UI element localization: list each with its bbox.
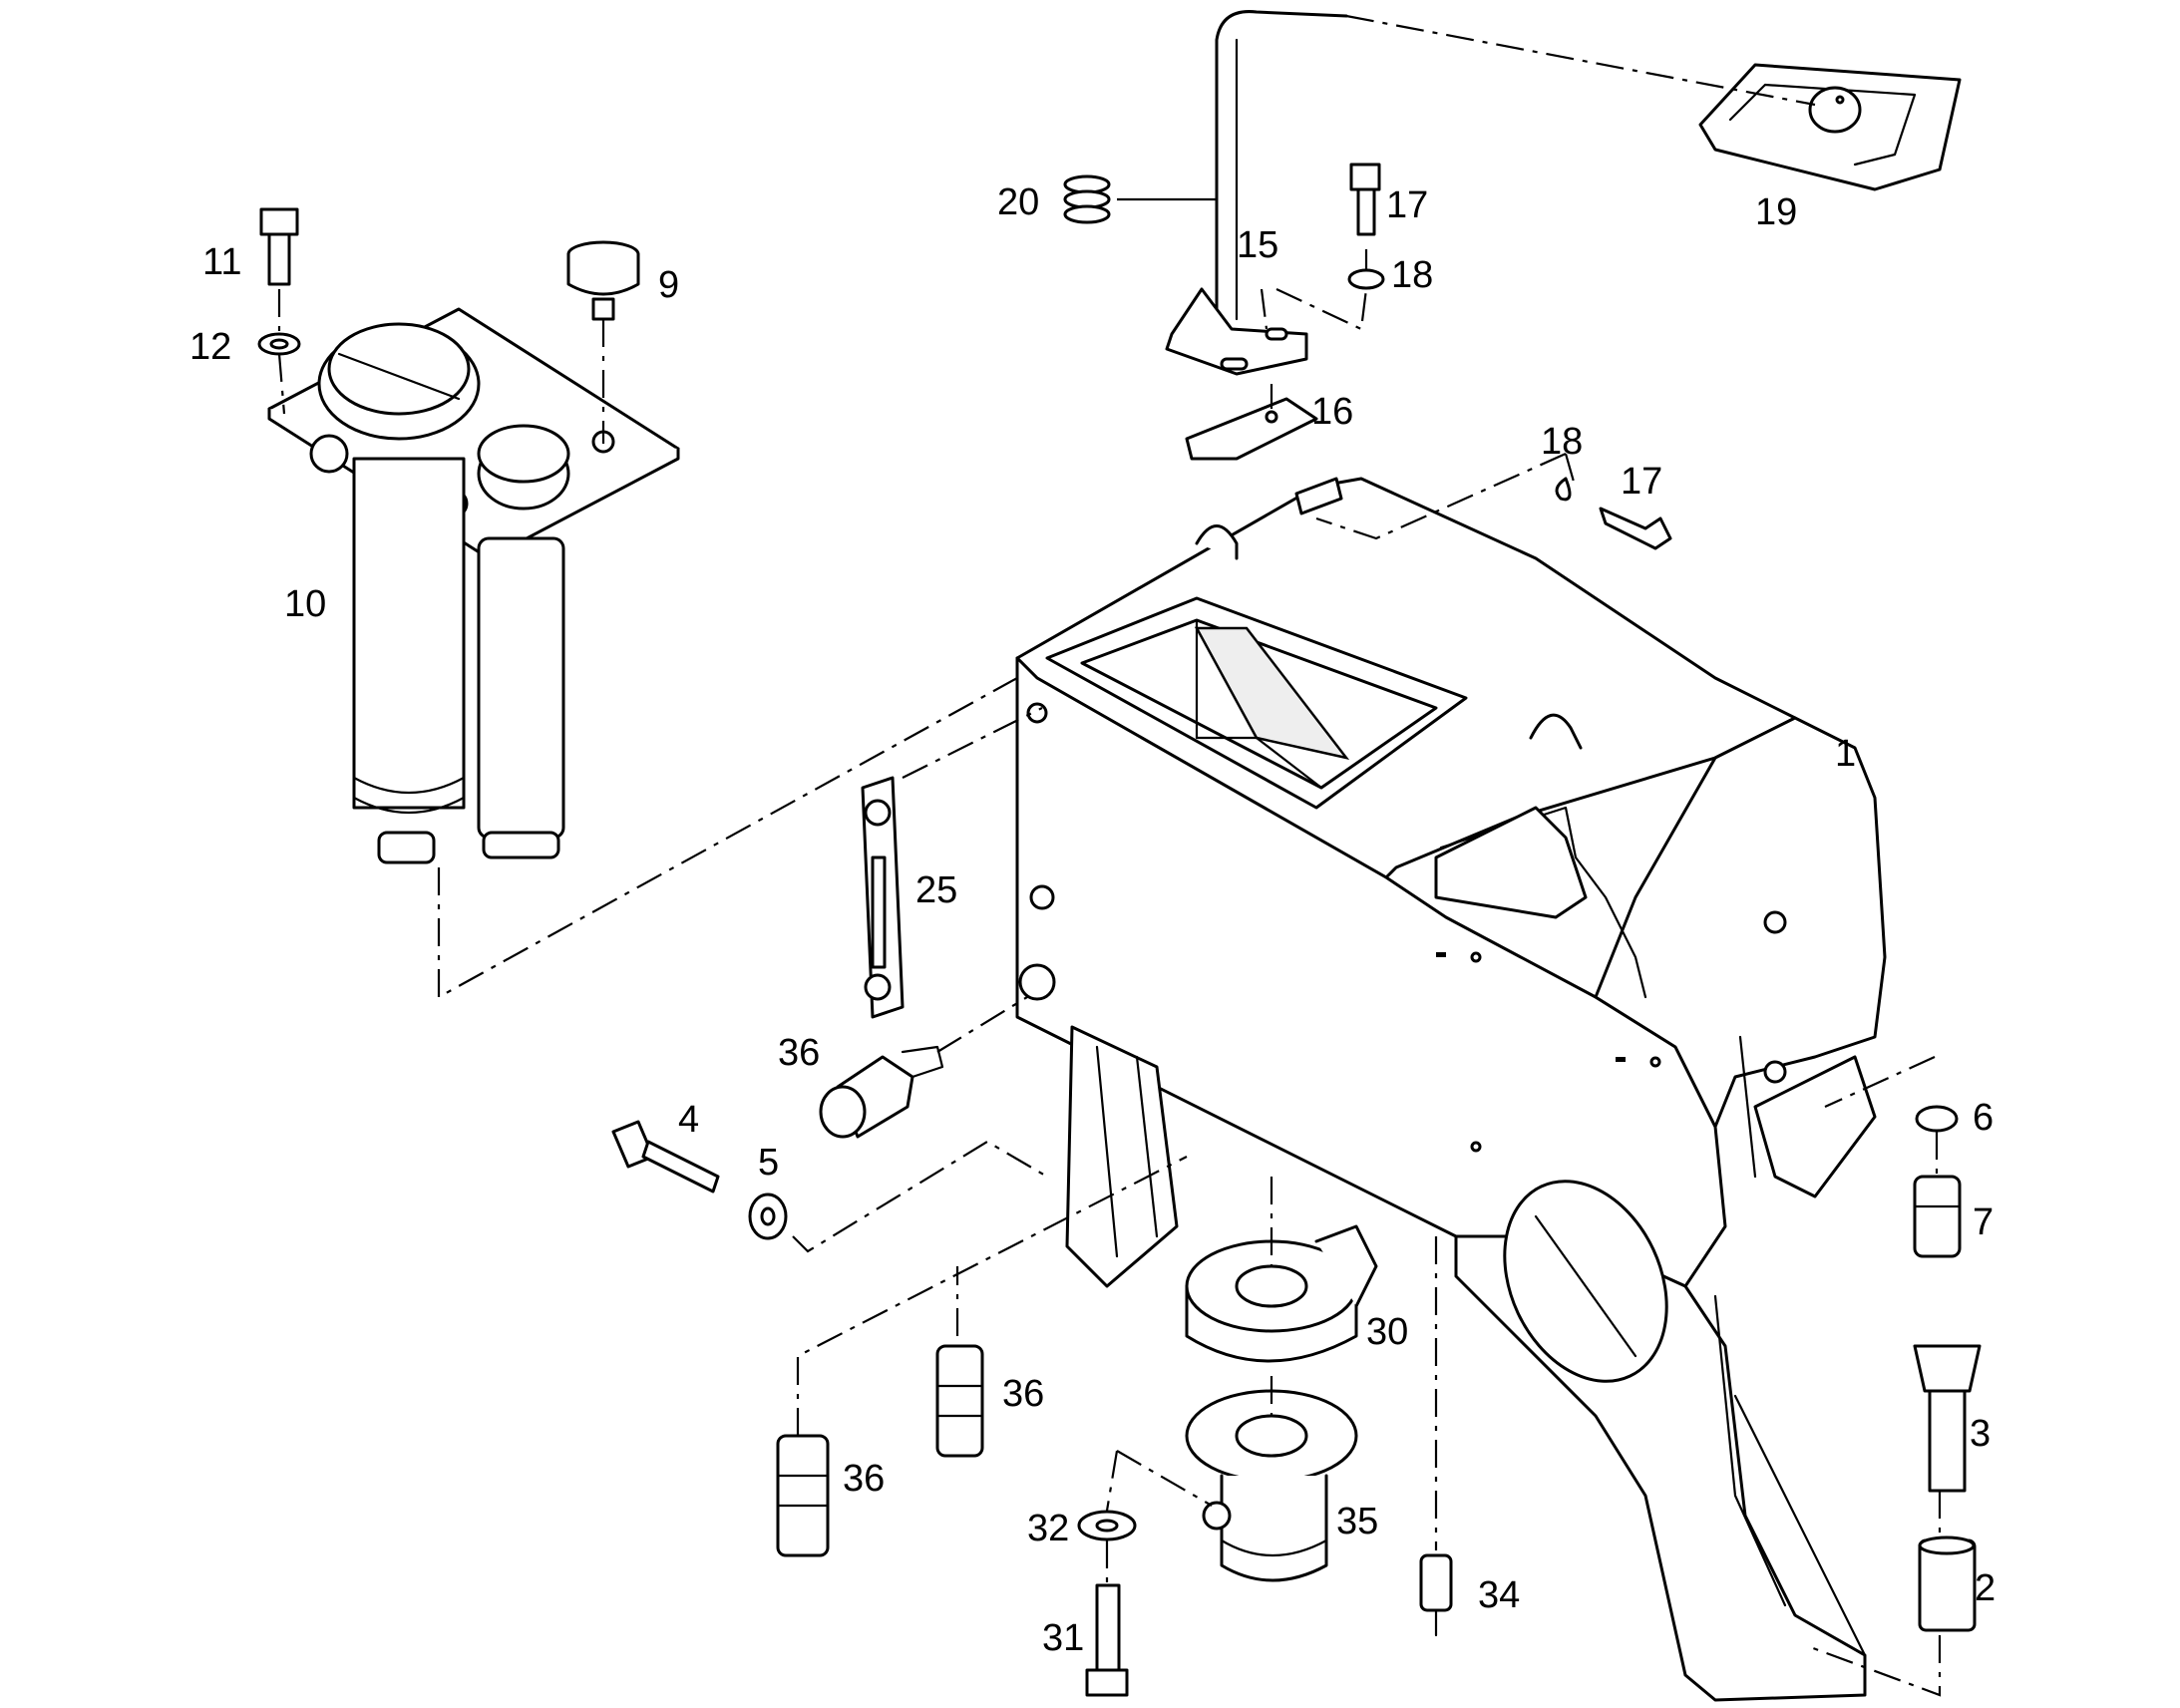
fitting-part-36-lower — [776, 1434, 830, 1557]
fitting-part-7 — [1913, 1175, 1962, 1258]
washer-part-18-top — [1347, 268, 1385, 290]
bolt-part-3 — [1913, 1344, 1982, 1493]
callout-36a: 36 — [778, 1032, 820, 1074]
knob-part-9 — [566, 240, 640, 321]
callout-5: 5 — [758, 1142, 779, 1184]
callout-20: 20 — [997, 181, 1039, 223]
callout-31: 31 — [1042, 1617, 1084, 1659]
callout-18a: 18 — [1391, 254, 1433, 296]
leader-lines — [277, 14, 1942, 1697]
callout-7: 7 — [1973, 1201, 1994, 1243]
callout-18b: 18 — [1541, 421, 1583, 463]
flange-part-30 — [1185, 1224, 1378, 1363]
callout-3: 3 — [1970, 1413, 1991, 1455]
callout-2: 2 — [1975, 1567, 1996, 1609]
callout-32: 32 — [1027, 1508, 1069, 1549]
cap-part-19 — [1698, 63, 1962, 191]
grommet-part-20 — [1063, 174, 1111, 224]
housing-part-1 — [1015, 477, 1887, 1702]
bracket-part-15 — [1165, 287, 1308, 376]
washer-part-5 — [748, 1193, 788, 1240]
washer-part-18-right — [1555, 477, 1572, 502]
sensor-part-34 — [1419, 1553, 1453, 1637]
filter-assembly-part-10 — [267, 307, 680, 864]
sight-glass-part-25 — [861, 776, 905, 1019]
callout-35: 35 — [1336, 1501, 1378, 1542]
pump-part-35 — [1185, 1389, 1358, 1582]
bolt-part-17-top — [1349, 163, 1381, 236]
callout-1: 1 — [1835, 733, 1856, 775]
bolt-part-31 — [1085, 1583, 1129, 1697]
callout-9: 9 — [658, 264, 679, 306]
callout-6: 6 — [1973, 1097, 1994, 1139]
fitting-part-36-upper — [819, 1045, 944, 1139]
callout-11: 11 — [202, 241, 241, 283]
callout-17a: 17 — [1386, 184, 1428, 226]
callout-19: 19 — [1755, 191, 1797, 233]
pipe-part-20 — [1215, 10, 1348, 321]
callout-17b: 17 — [1621, 461, 1662, 503]
bracket-part-16 — [1185, 397, 1318, 461]
bolt-part-17-right — [1599, 507, 1672, 550]
callout-labels: 1 2 3 4 5 6 7 9 10 11 12 15 16 17 17 18 … — [189, 181, 1996, 1659]
callout-16: 16 — [1311, 391, 1353, 433]
callout-4: 4 — [678, 1099, 699, 1141]
callout-25: 25 — [915, 869, 957, 911]
sleeve-part-2 — [1918, 1536, 1977, 1632]
callout-30: 30 — [1366, 1311, 1408, 1353]
callout-15: 15 — [1237, 224, 1278, 266]
bolt-part-11 — [259, 207, 299, 286]
washer-part-12 — [257, 332, 301, 356]
callout-12: 12 — [189, 326, 231, 368]
bolt-part-4 — [611, 1120, 720, 1194]
washer-part-6 — [1915, 1105, 1959, 1133]
callout-34: 34 — [1478, 1574, 1520, 1616]
callout-10: 10 — [284, 583, 326, 625]
fitting-part-36-middle — [935, 1344, 984, 1458]
washer-part-32 — [1077, 1510, 1137, 1541]
callout-36b: 36 — [1002, 1373, 1044, 1415]
callout-36c: 36 — [843, 1458, 885, 1500]
